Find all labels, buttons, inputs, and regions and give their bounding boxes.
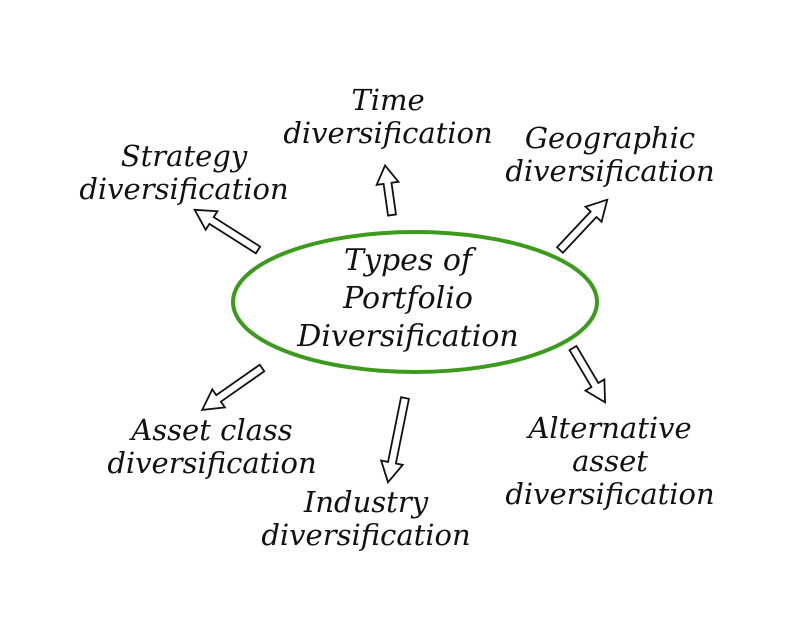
- center-line-2: Portfolio: [343, 281, 473, 316]
- node-strategy: Strategy diversification: [79, 140, 288, 206]
- node-industry-line-1: Industry: [303, 485, 429, 519]
- arrow-strategy: [193, 208, 262, 255]
- center-ellipse: [231, 230, 599, 374]
- node-time-line-1: Time: [351, 83, 425, 117]
- node-strategy-line-1: Strategy: [120, 139, 248, 173]
- node-industry-line-2: diversification: [261, 518, 471, 552]
- node-industry: Industry diversification: [261, 486, 470, 552]
- arrow-industry: [379, 396, 410, 485]
- arrow-geographic: [555, 198, 609, 255]
- node-asset-class-line-2: diversification: [107, 446, 317, 480]
- node-alternative: Alternative asset diversification: [505, 412, 714, 511]
- node-alternative-line-2: asset: [572, 444, 648, 478]
- node-alternative-line-1: Alternative: [528, 411, 692, 445]
- center-line-3: Diversification: [297, 319, 519, 354]
- arrow-asset-class: [200, 363, 266, 411]
- node-strategy-line-2: diversification: [79, 172, 289, 206]
- center-line-1: Types of: [343, 243, 473, 278]
- node-geographic: Geographic diversification: [505, 122, 714, 188]
- node-time-line-2: diversification: [283, 116, 493, 150]
- center-label: Types of Portfolio Diversification: [297, 242, 518, 356]
- node-asset-class: Asset class diversification: [107, 414, 316, 480]
- node-time: Time diversification: [283, 84, 492, 150]
- node-asset-class-line-1: Asset class: [131, 413, 293, 447]
- arrow-time: [375, 163, 401, 217]
- node-alternative-line-3: diversification: [505, 477, 715, 511]
- node-geographic-line-2: diversification: [505, 154, 715, 188]
- node-geographic-line-1: Geographic: [524, 121, 696, 155]
- arrow-alternative: [568, 344, 607, 404]
